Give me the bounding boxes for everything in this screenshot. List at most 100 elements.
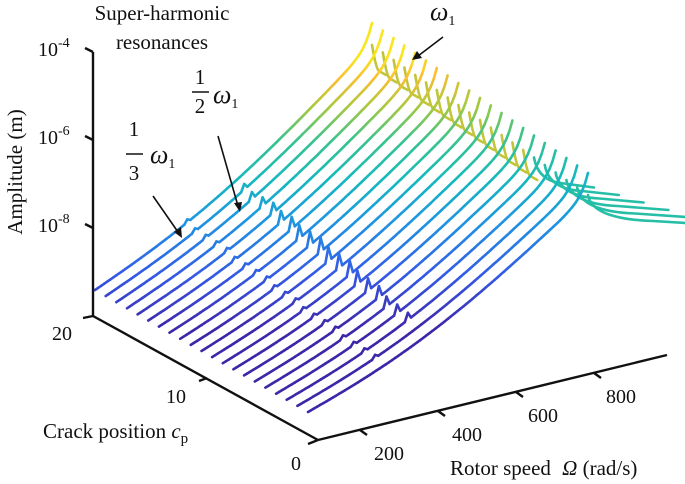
series-curve-segment — [432, 66, 439, 81]
series-curve-segment — [375, 40, 382, 52]
series-curve-segment — [450, 92, 457, 104]
x-axis-label: Rotor speed Ω (rad/s) — [450, 456, 637, 480]
series-curve-segment — [483, 115, 490, 126]
series-curve-segment — [497, 111, 503, 126]
x-axis-line — [317, 353, 668, 442]
series-curve-segment — [337, 252, 344, 267]
annotation-half-omega: ω1 — [213, 80, 238, 112]
annotation-half-num: 1 — [195, 65, 206, 89]
x-tick-label: 200 — [374, 443, 404, 465]
x-tick — [593, 372, 602, 379]
series-curve-segment — [319, 236, 326, 251]
series-curve-segment — [239, 182, 246, 194]
series-curve-tail — [586, 193, 685, 225]
series-curve-segment — [279, 209, 286, 221]
axes — [82, 46, 668, 446]
series-curve-segment — [440, 85, 446, 96]
y-tick-label: 10 — [166, 386, 186, 408]
annotation-third-num: 1 — [129, 117, 140, 141]
y-tick-label: 0 — [291, 453, 301, 475]
y-axis-label: Crack position cp — [43, 419, 188, 447]
series-curve-segment — [308, 230, 315, 244]
series-curve-segment — [429, 77, 436, 89]
series-curve-segment — [561, 156, 568, 171]
series-curve-segment — [399, 44, 406, 58]
z-tick — [84, 134, 94, 142]
x-tick — [359, 429, 368, 436]
series-curve-segment — [297, 224, 304, 237]
series-curve-segment — [475, 96, 482, 111]
series-curve-segment — [569, 175, 576, 186]
series-curve-segment — [548, 160, 554, 171]
series-curve-segment — [418, 70, 425, 81]
series-curve-segment — [558, 167, 565, 178]
series-curve-segment — [494, 122, 500, 134]
arrow-half-omega1 — [217, 135, 239, 207]
series-curve-segment — [507, 119, 514, 133]
series-curve-segment — [551, 149, 557, 163]
series-curve-segment — [290, 215, 297, 228]
series-curve-segment — [583, 171, 590, 185]
z-tick-label: 10-8 — [38, 212, 70, 237]
y-tick — [198, 376, 208, 383]
x-tick-label: 600 — [528, 405, 558, 427]
series-curve-segment — [526, 145, 533, 156]
series-curve-segment — [364, 32, 371, 44]
series-curve-segment — [472, 107, 479, 119]
series-curve-segment — [486, 104, 493, 118]
series-curve-segment — [407, 62, 414, 74]
series-curve-segment — [348, 259, 355, 274]
arrowhead-icon — [174, 227, 182, 238]
series-curve-segment — [443, 74, 449, 88]
series-curve-segment — [377, 284, 384, 297]
arrow-third-omega1 — [152, 195, 179, 233]
z-tick — [84, 222, 94, 230]
x-tick — [437, 410, 446, 417]
z-tick-label: 10-4 — [38, 36, 70, 61]
annotation-super-harmonic: Super-harmonic — [95, 1, 230, 25]
series-curve-segment — [515, 137, 522, 149]
z-tick-labels: 10-4 10-6 10-8 — [38, 36, 70, 237]
x-tick-label: 800 — [606, 386, 636, 408]
series-curve-segment — [518, 126, 525, 141]
series-curve-segment — [366, 277, 373, 290]
series-curve-segment — [461, 100, 468, 111]
series-curve-segment — [572, 164, 579, 178]
x-tick-label: 400 — [452, 424, 482, 446]
series-curves — [93, 21, 685, 414]
series-curve-segment — [247, 190, 254, 204]
series-curve-segment — [367, 21, 374, 36]
z-axis-label: Amplitude (m) — [3, 109, 27, 234]
series-curve-segment — [537, 152, 544, 164]
y-tick — [307, 438, 319, 446]
series-curve-segment — [389, 36, 395, 51]
series-curve-segment — [378, 29, 385, 43]
series-curve-segment — [396, 55, 403, 66]
series-curve-segment — [453, 81, 460, 96]
y-tick-label: 20 — [52, 323, 72, 345]
annotation-super-harmonic: resonances — [116, 30, 208, 54]
x-tick — [515, 391, 524, 398]
series-curve-segment — [540, 141, 547, 156]
series-curve-segment — [258, 196, 264, 210]
series-curve-segment — [529, 134, 536, 148]
arrow-omega1 — [417, 36, 444, 57]
annotations: Super-harmonic resonances ω1 1 2 ω1 1 3 … — [95, 0, 455, 238]
arrowhead-icon — [412, 51, 422, 60]
series-curve-segment — [268, 201, 275, 217]
series-curve-segment — [464, 89, 471, 103]
annotation-half-den: 2 — [195, 94, 206, 118]
annotation-third-den: 3 — [129, 161, 140, 185]
annotation-omega1: ω1 — [430, 0, 455, 29]
annotation-third-omega: ω1 — [150, 140, 175, 172]
series-curve-segment — [580, 182, 587, 193]
series-curve-segment — [327, 245, 333, 260]
z-tick — [84, 46, 94, 54]
arrowhead-icon — [234, 202, 242, 212]
series-curve-segment — [386, 47, 392, 59]
z-tick-label: 10-6 — [38, 124, 70, 149]
series-curve-segment — [356, 269, 362, 283]
series-curve-segment — [421, 59, 428, 73]
z-tick — [82, 314, 94, 320]
